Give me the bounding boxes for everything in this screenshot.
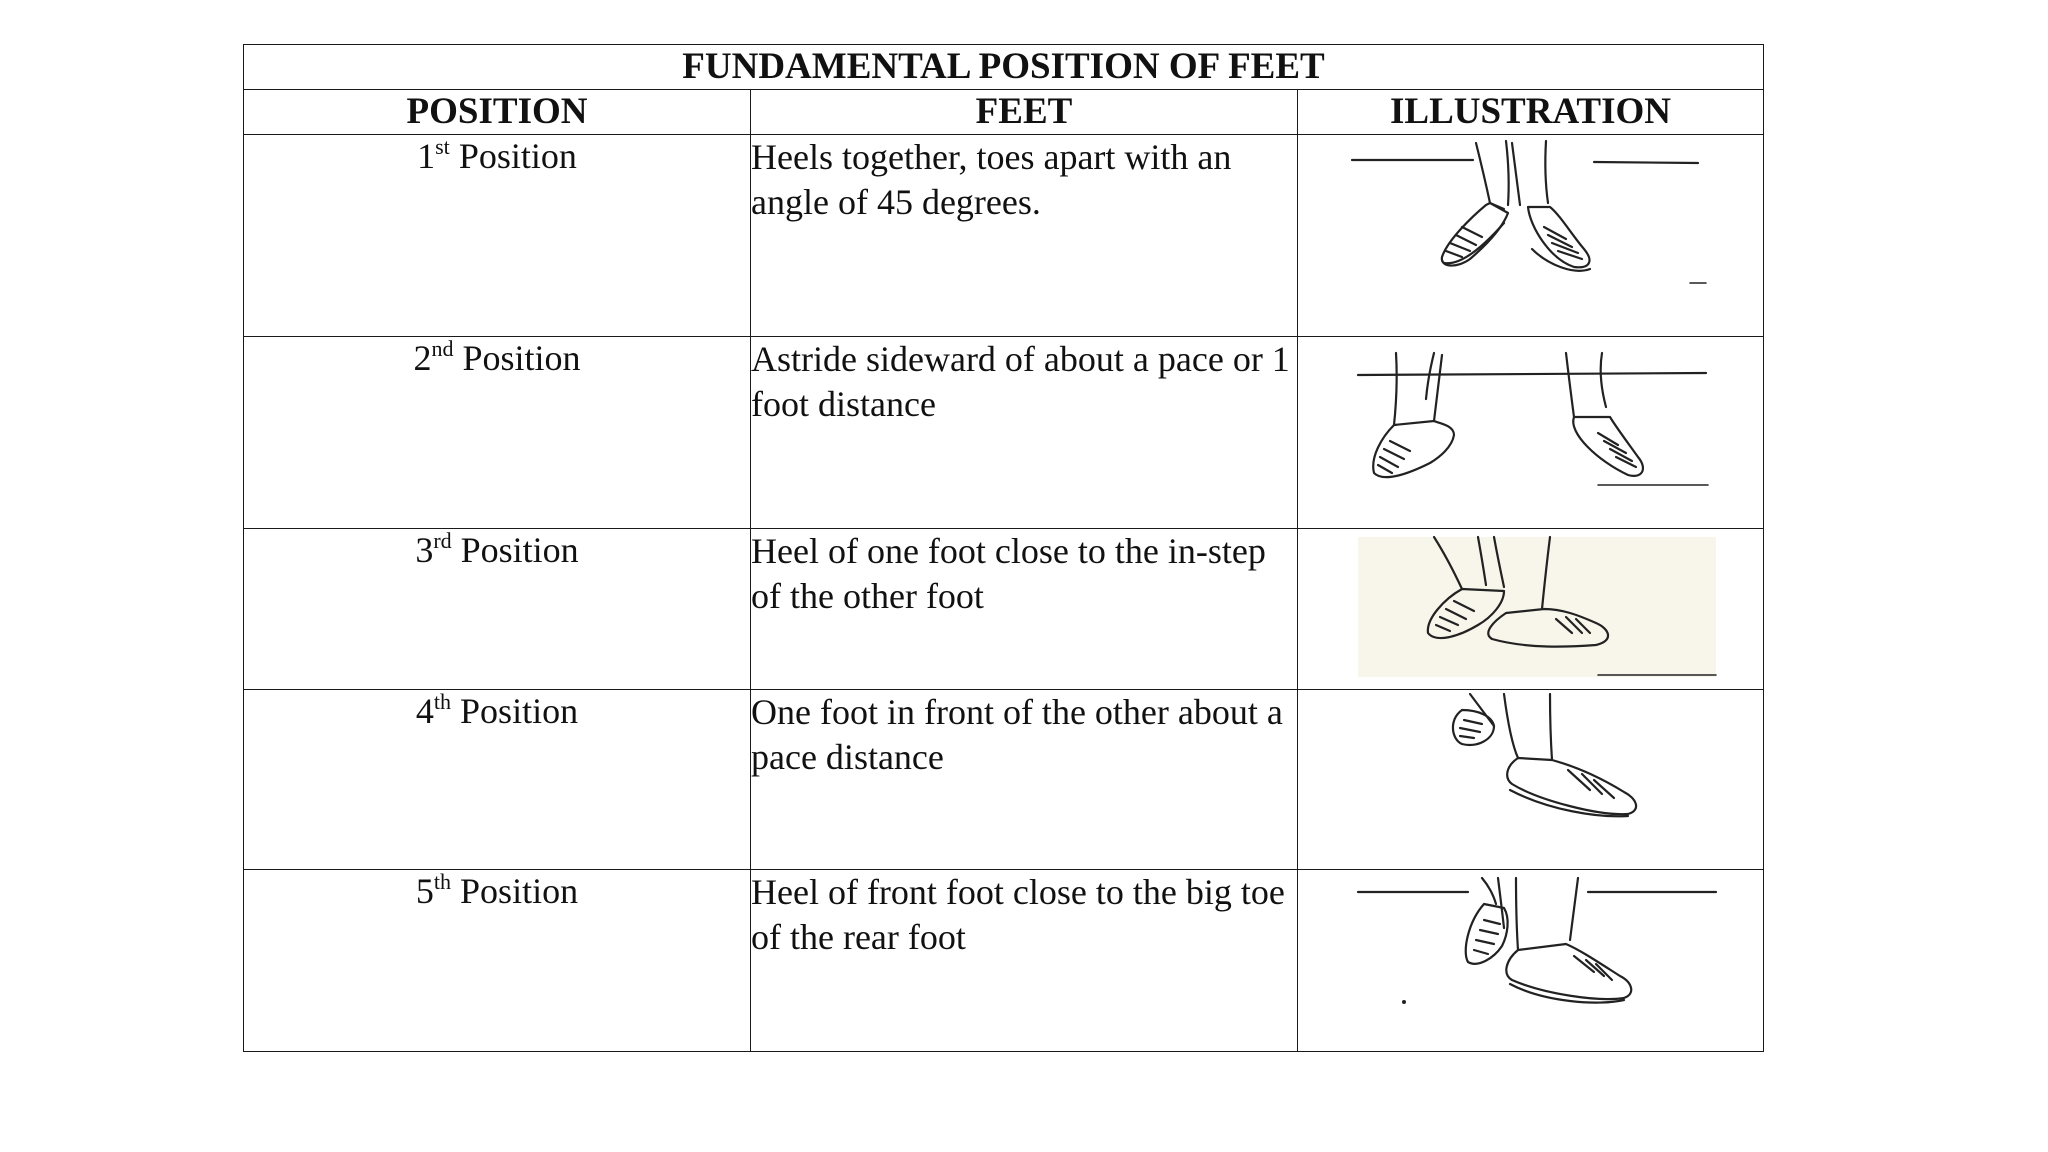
illustration-cell	[1296, 689, 1765, 870]
position-label: Position	[460, 691, 579, 731]
position-number: 5	[415, 871, 434, 911]
illustration-cell	[1296, 134, 1765, 337]
table-title: FUNDAMENTAL POSITION OF FEET	[242, 44, 1765, 90]
position-suffix: rd	[433, 528, 452, 553]
feet-description: Heel of front foot close to the big toe …	[750, 869, 1298, 1052]
position-number: 1	[417, 136, 436, 176]
header-illustration: ILLUSTRATION	[1296, 89, 1765, 135]
illustration-cell	[1296, 336, 1765, 529]
feet-positions-table: FUNDAMENTAL POSITION OF FEET POSITION FE…	[242, 44, 1765, 1052]
feet-fifth-position-drawing	[1356, 876, 1718, 1004]
table-row: 5th Position Heel of front foot close to…	[243, 869, 1765, 1052]
feet-description: Heels together, toes apart with an angle…	[750, 134, 1298, 337]
position-suffix: st	[435, 134, 450, 159]
position-cell: 3rd Position	[243, 528, 751, 690]
feet-description: One foot in front of the other about a p…	[750, 689, 1298, 870]
position-cell: 1st Position	[243, 134, 751, 337]
position-number: 4	[415, 691, 434, 731]
table-row: 2nd Position Astride sideward of about a…	[243, 336, 1765, 529]
position-label: Position	[462, 338, 581, 378]
position-number: 2	[413, 338, 432, 378]
position-cell: 5th Position	[243, 869, 751, 1052]
illustration-cell	[1296, 869, 1765, 1052]
position-suffix: nd	[431, 336, 454, 361]
position-label: Position	[460, 530, 579, 570]
feet-fourth-position-drawing	[1451, 692, 1638, 818]
position-suffix: th	[433, 689, 452, 714]
table-row: 4th Position One foot in front of the ot…	[243, 689, 1765, 870]
header-row: POSITION FEET ILLUSTRATION	[243, 89, 1765, 135]
feet-description: Heel of one foot close to the in-step of…	[750, 528, 1298, 690]
position-cell: 4th Position	[243, 689, 751, 870]
feet-third-position-drawing	[1358, 535, 1717, 677]
feet-description: Astride sideward of about a pace or 1 fo…	[750, 336, 1298, 529]
table-row: 1st Position Heels together, toes apart …	[243, 134, 1765, 337]
position-cell: 2nd Position	[243, 336, 751, 529]
header-position: POSITION	[243, 89, 751, 135]
position-label: Position	[460, 871, 579, 911]
table-row: 3rd Position Heel of one foot close to t…	[243, 528, 1765, 690]
position-label: Position	[458, 136, 577, 176]
feet-first-position-drawing	[1350, 139, 1707, 284]
header-feet: FEET	[750, 89, 1298, 135]
illustration-cell	[1296, 528, 1765, 690]
feet-second-position-drawing	[1356, 351, 1709, 486]
position-number: 3	[415, 530, 434, 570]
position-suffix: th	[433, 869, 452, 894]
